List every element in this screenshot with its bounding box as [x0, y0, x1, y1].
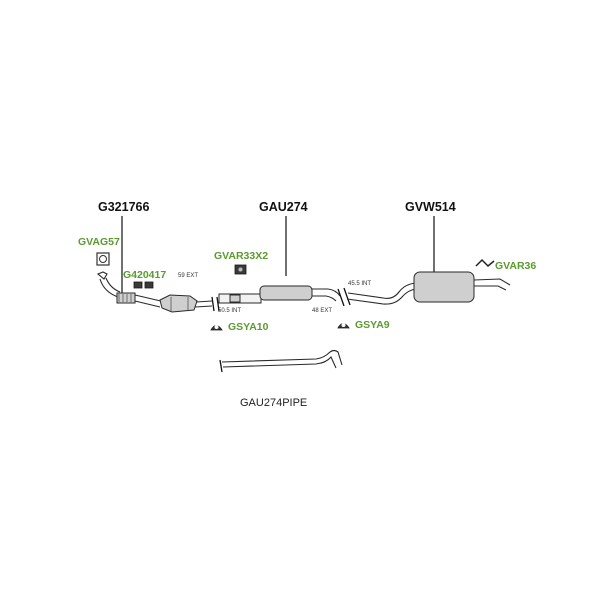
center-pipe-only-part[interactable] [219, 349, 343, 373]
catalytic-converter-part[interactable] [159, 294, 213, 313]
rear-silencer [413, 271, 475, 303]
rear-silencer-part[interactable] [346, 271, 511, 305]
label-rubber-rear[interactable]: GVAR36 [495, 260, 536, 272]
label-catalyst[interactable]: G321766 [98, 200, 149, 214]
center-pipe-part[interactable] [211, 285, 341, 312]
label-clamp-mid[interactable]: GVAR33X2 [214, 250, 268, 262]
flex-joint [116, 292, 136, 304]
clamp-icon[interactable] [234, 264, 247, 275]
label-clamp-front[interactable]: G420417 [123, 269, 166, 281]
dimension-label-4: 48 EXT [312, 308, 332, 314]
mounting-rubber-icon[interactable] [337, 323, 350, 329]
clamp-icon[interactable] [133, 281, 154, 289]
gasket-icon[interactable] [96, 252, 110, 266]
dimension-label-1: 59 EXT [178, 273, 198, 279]
label-mount-front[interactable]: GSYA10 [228, 321, 269, 333]
label-mount-rear[interactable]: GSYA9 [355, 319, 390, 331]
dimension-label-3: 45.5 INT [348, 281, 371, 287]
rubber-hanger-icon[interactable] [475, 258, 495, 268]
middle-silencer [259, 285, 313, 301]
label-rear-silencer[interactable]: GVW514 [405, 200, 456, 214]
label-pipe-only[interactable]: GAU274PIPE [240, 397, 307, 409]
dimension-label-2: 50.5 INT [218, 308, 241, 314]
label-center-pipe[interactable]: GAU274 [259, 200, 308, 214]
mounting-rubber-icon[interactable] [210, 325, 223, 331]
label-gasket[interactable]: GVAG57 [78, 236, 120, 248]
